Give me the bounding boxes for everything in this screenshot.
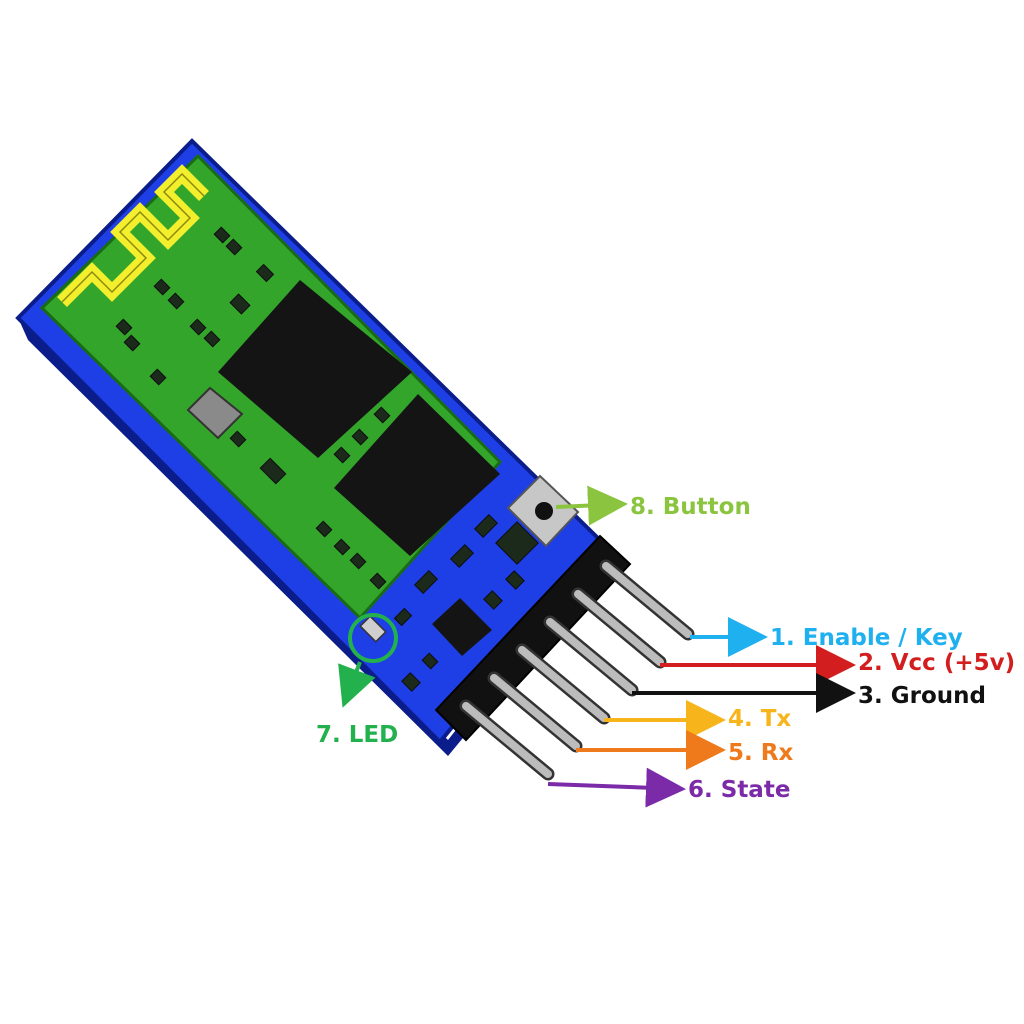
label-state: 6. State bbox=[688, 777, 790, 803]
flash-chip bbox=[334, 394, 500, 556]
label-enable-key: 1. Enable / Key bbox=[770, 625, 963, 651]
label-led: 7. LED bbox=[316, 722, 398, 748]
smd-components bbox=[115, 226, 539, 692]
main-chip bbox=[218, 280, 412, 458]
label-vcc: 2. Vcc (+5v) bbox=[858, 650, 1015, 676]
crystal bbox=[186, 386, 244, 440]
arrow-state bbox=[547, 767, 686, 808]
arrow-button bbox=[555, 485, 628, 526]
arrow-led bbox=[338, 661, 376, 708]
small-chip bbox=[432, 598, 492, 656]
label-tx: 4. Tx bbox=[728, 706, 791, 732]
led-highlight-circle bbox=[348, 613, 398, 663]
label-button: 8. Button bbox=[630, 494, 751, 520]
push-button bbox=[506, 474, 580, 548]
pin-header bbox=[434, 534, 632, 742]
antenna-outline bbox=[61, 172, 205, 303]
led-component bbox=[359, 615, 387, 643]
header-pins bbox=[459, 559, 695, 781]
label-rx: 5. Rx bbox=[728, 740, 793, 766]
label-ground: 3. Ground bbox=[858, 683, 986, 709]
